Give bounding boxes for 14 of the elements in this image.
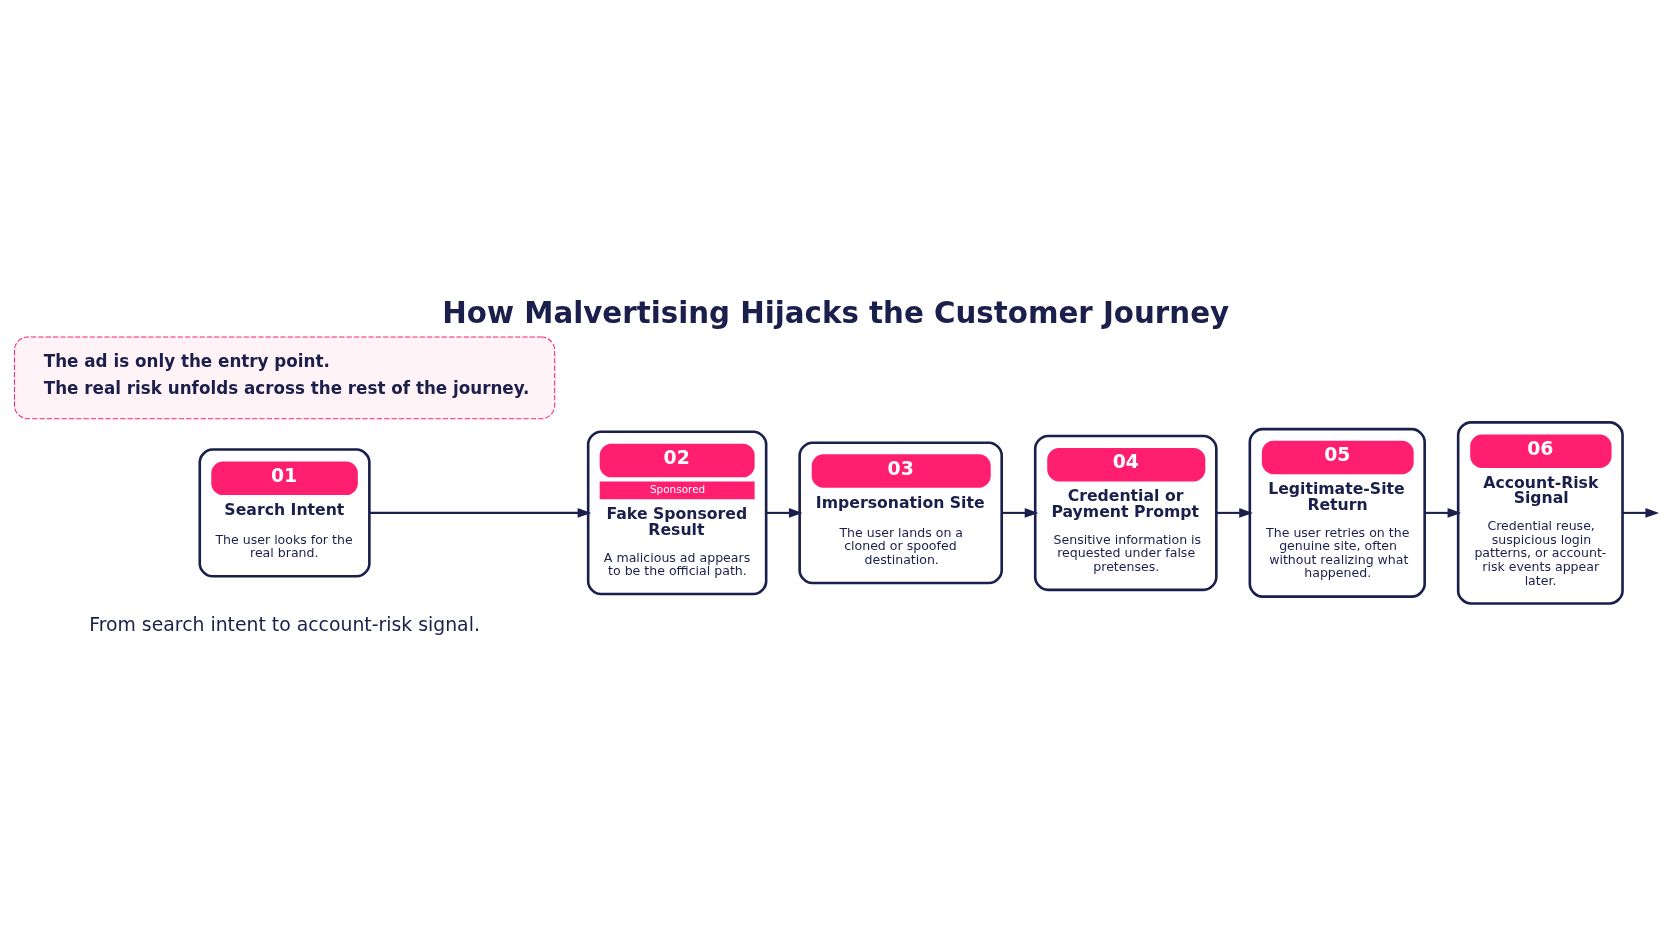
node-box: 05 Legitimate-Site Return The user retries on the genuine site, often without realizing what happened. (1248, 427, 1426, 598)
arrow (1424, 508, 1462, 518)
node-box: The ad is only the entry point. The real risk unfolds across the rest of the journey. (13, 336, 556, 420)
arrow (1216, 508, 1253, 518)
node-box: 03 Impersonation Site The user lands on a cloned or spoofed destination. (798, 441, 1003, 585)
arrow (1001, 508, 1039, 518)
node-box: 06 Account-Risk Signal Credential reuse, suspicious login patterns, or account-risk events appear later. (1456, 421, 1624, 605)
node-box: 02 Sponsored Fake Sponsored Result A malicious ad appears to be the official path. (586, 430, 768, 596)
node-box: 01 Search Intent The user looks for the real brand. (198, 448, 371, 578)
arrow (766, 508, 803, 518)
arrow (369, 508, 592, 518)
label: From search intent to account-risk signal. (89, 613, 480, 635)
diagram-title: How Malvertising Hijacks the Customer Journey (442, 295, 1230, 330)
node-box: 04 Credential or Payment Prompt Sensitive information is requested under false pretenses. (1033, 434, 1218, 592)
